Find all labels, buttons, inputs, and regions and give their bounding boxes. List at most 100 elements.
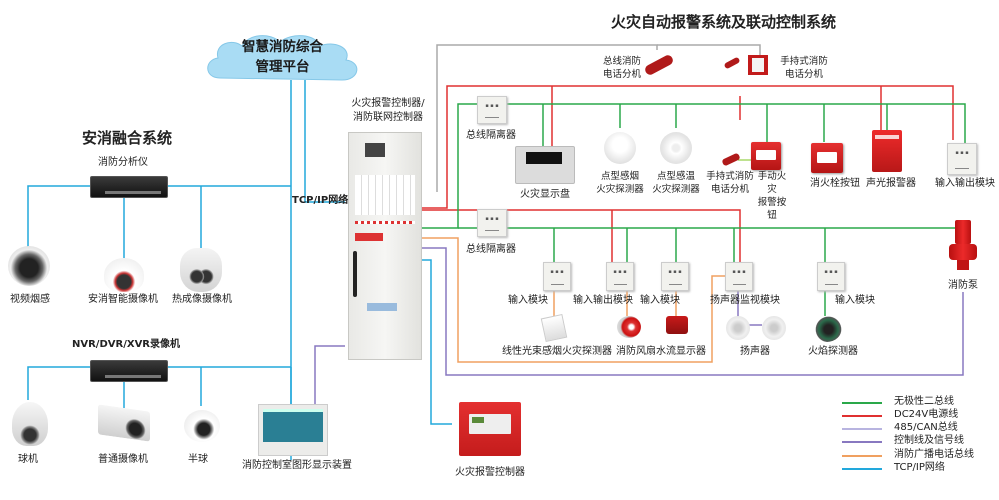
speaker-monitor-module[interactable]: [725, 262, 753, 291]
fire-alarm-controller-device[interactable]: [459, 402, 521, 456]
nvr-recorder-device[interactable]: [90, 360, 168, 382]
tcp-ip-lines: [27, 80, 452, 460]
legend-label: DC24V电源线: [894, 409, 959, 420]
graphic-display-device[interactable]: [258, 404, 328, 456]
fire-display-panel-label: 火灾显示盘: [520, 189, 570, 200]
fire-analyzer-device[interactable]: [90, 176, 168, 198]
io-module-2-label: 输入输出模块: [573, 295, 633, 306]
heat-detector-label: 点型感温 火灾探测器: [652, 171, 700, 195]
video-smoke-label: 视频烟感: [10, 294, 50, 305]
smart-camera[interactable]: [104, 258, 144, 292]
legend-label: 消防广播电话总线: [894, 449, 974, 460]
mini-dome-camera[interactable]: [184, 410, 220, 442]
legend-swatch: [842, 415, 882, 417]
input-module-2-label: 输入模块: [640, 295, 680, 306]
analyzer-label: 消防分析仪: [98, 157, 148, 168]
heat-detector[interactable]: [660, 132, 692, 164]
legend-swatch: [842, 455, 882, 457]
hydrant-button-label: 消火栓按钮: [810, 178, 860, 189]
left-section-title: 安消融合系统: [82, 129, 173, 147]
bullet-camera-label: 普通摄像机: [98, 454, 148, 465]
beam-smoke-detector-label: 线性光束感烟火灾探测器: [502, 346, 612, 357]
sound-light-alarm[interactable]: [872, 130, 902, 172]
controller-cabinet-label: 火灾报警控制器/ 消防联网控制器: [351, 98, 425, 123]
tcp-ip-line: [304, 80, 345, 203]
flame-detector[interactable]: [812, 314, 842, 342]
cabinet-red-panel: [355, 233, 383, 241]
handheld-phone-label: 手持式消防 电话分机: [706, 171, 754, 195]
phone-jack-device[interactable]: [748, 55, 768, 75]
io-module-top[interactable]: [947, 143, 977, 175]
input-module-2[interactable]: [661, 262, 689, 291]
cloud-platform-label[interactable]: 智慧消防综合 管理平台: [242, 39, 323, 75]
smoke-detector-label: 点型感烟 火灾探测器: [596, 171, 644, 195]
broadcast-line: [420, 237, 730, 363]
fire-alarm-controller-label: 火灾报警控制器: [455, 467, 525, 478]
io-module-2[interactable]: [606, 262, 634, 291]
legend-label: 无极性二总线: [894, 396, 954, 407]
flame-detector-label: 火焰探测器: [808, 346, 858, 357]
legend-swatch: [842, 428, 882, 430]
bus-lines: [420, 103, 966, 316]
video-smoke-camera[interactable]: [8, 246, 50, 286]
legend-label: 485/CAN总线: [894, 422, 958, 433]
beam-smoke-detector[interactable]: [540, 313, 568, 343]
controller-front-panel: [469, 414, 511, 434]
tcp-ip-line: [27, 366, 95, 400]
io-module-top-label: 输入输出模块: [935, 178, 995, 189]
fire-pump-label: 消防泵: [948, 280, 978, 291]
manual-alarm-button[interactable]: [751, 142, 781, 170]
fire-pump[interactable]: [947, 220, 979, 272]
graphic-display-label: 消防控制室图形显示装置: [242, 460, 352, 471]
control-line: [314, 345, 345, 404]
bus-isolator-2-label: 总线隔离器: [466, 244, 516, 255]
legend-swatch: [842, 402, 882, 404]
sound-light-alarm-label: 声光报警器: [866, 178, 916, 189]
display-screen: [263, 409, 323, 442]
main-title: 火灾自动报警系统及联动控制系统: [611, 13, 837, 31]
control-line: [420, 247, 964, 376]
legend-swatch: [842, 441, 882, 443]
input-module-1[interactable]: [543, 262, 571, 291]
speed-dome-label: 球机: [18, 454, 38, 465]
controller-cabinet[interactable]: [348, 132, 422, 360]
tcp-ip-line: [420, 259, 452, 425]
water-flow-indicator[interactable]: [666, 316, 688, 334]
cloud-icon: [207, 35, 358, 81]
fire-fan[interactable]: [617, 316, 641, 338]
manual-alarm-button-label: 手动火灾 报警按钮: [757, 171, 787, 221]
bus-phone-label: 总线消防 电话分机: [602, 56, 641, 80]
cabinet-led-row: [355, 221, 415, 224]
dc24v-line: [420, 209, 741, 262]
speed-dome-camera[interactable]: [12, 402, 48, 446]
fire-fan-label: 消防风扇: [616, 346, 656, 357]
display-panel-screen: [526, 152, 562, 164]
bus-isolator-1[interactable]: [477, 96, 507, 124]
bus-isolator-1-label: 总线隔离器: [466, 130, 516, 141]
microphone-icon: [353, 251, 357, 297]
input-module-3-label: 输入模块: [835, 295, 875, 306]
bus-isolator-2[interactable]: [477, 209, 507, 237]
speaker-1[interactable]: [726, 316, 750, 340]
speaker-monitor-module-label: 扬声器监视模块: [710, 295, 780, 306]
speaker-2[interactable]: [762, 316, 786, 340]
fire-display-panel[interactable]: [515, 146, 575, 184]
smart-camera-label: 安消智能摄像机: [88, 294, 158, 305]
hydrant-button[interactable]: [811, 143, 843, 173]
tcp-ip-network-label: TCP/IP网络: [292, 195, 349, 206]
bus-line: [420, 103, 966, 229]
cabinet-panel-grid: [355, 175, 415, 215]
recorder-label: NVR/DVR/XVR录像机: [72, 339, 181, 350]
phone-line: [657, 44, 761, 56]
phone-line: [436, 44, 658, 192]
speaker-label: 扬声器: [740, 346, 770, 357]
input-module-1-label: 输入模块: [508, 295, 548, 306]
mini-dome-label: 半球: [188, 454, 208, 465]
legend-label: 控制线及信号线: [894, 435, 964, 446]
smoke-detector[interactable]: [604, 132, 636, 164]
input-module-3[interactable]: [817, 262, 845, 291]
handheld-phone-top-label: 手持式消防 电话分机: [780, 56, 828, 80]
thermal-camera[interactable]: [180, 248, 222, 292]
legend-swatch: [842, 468, 882, 470]
